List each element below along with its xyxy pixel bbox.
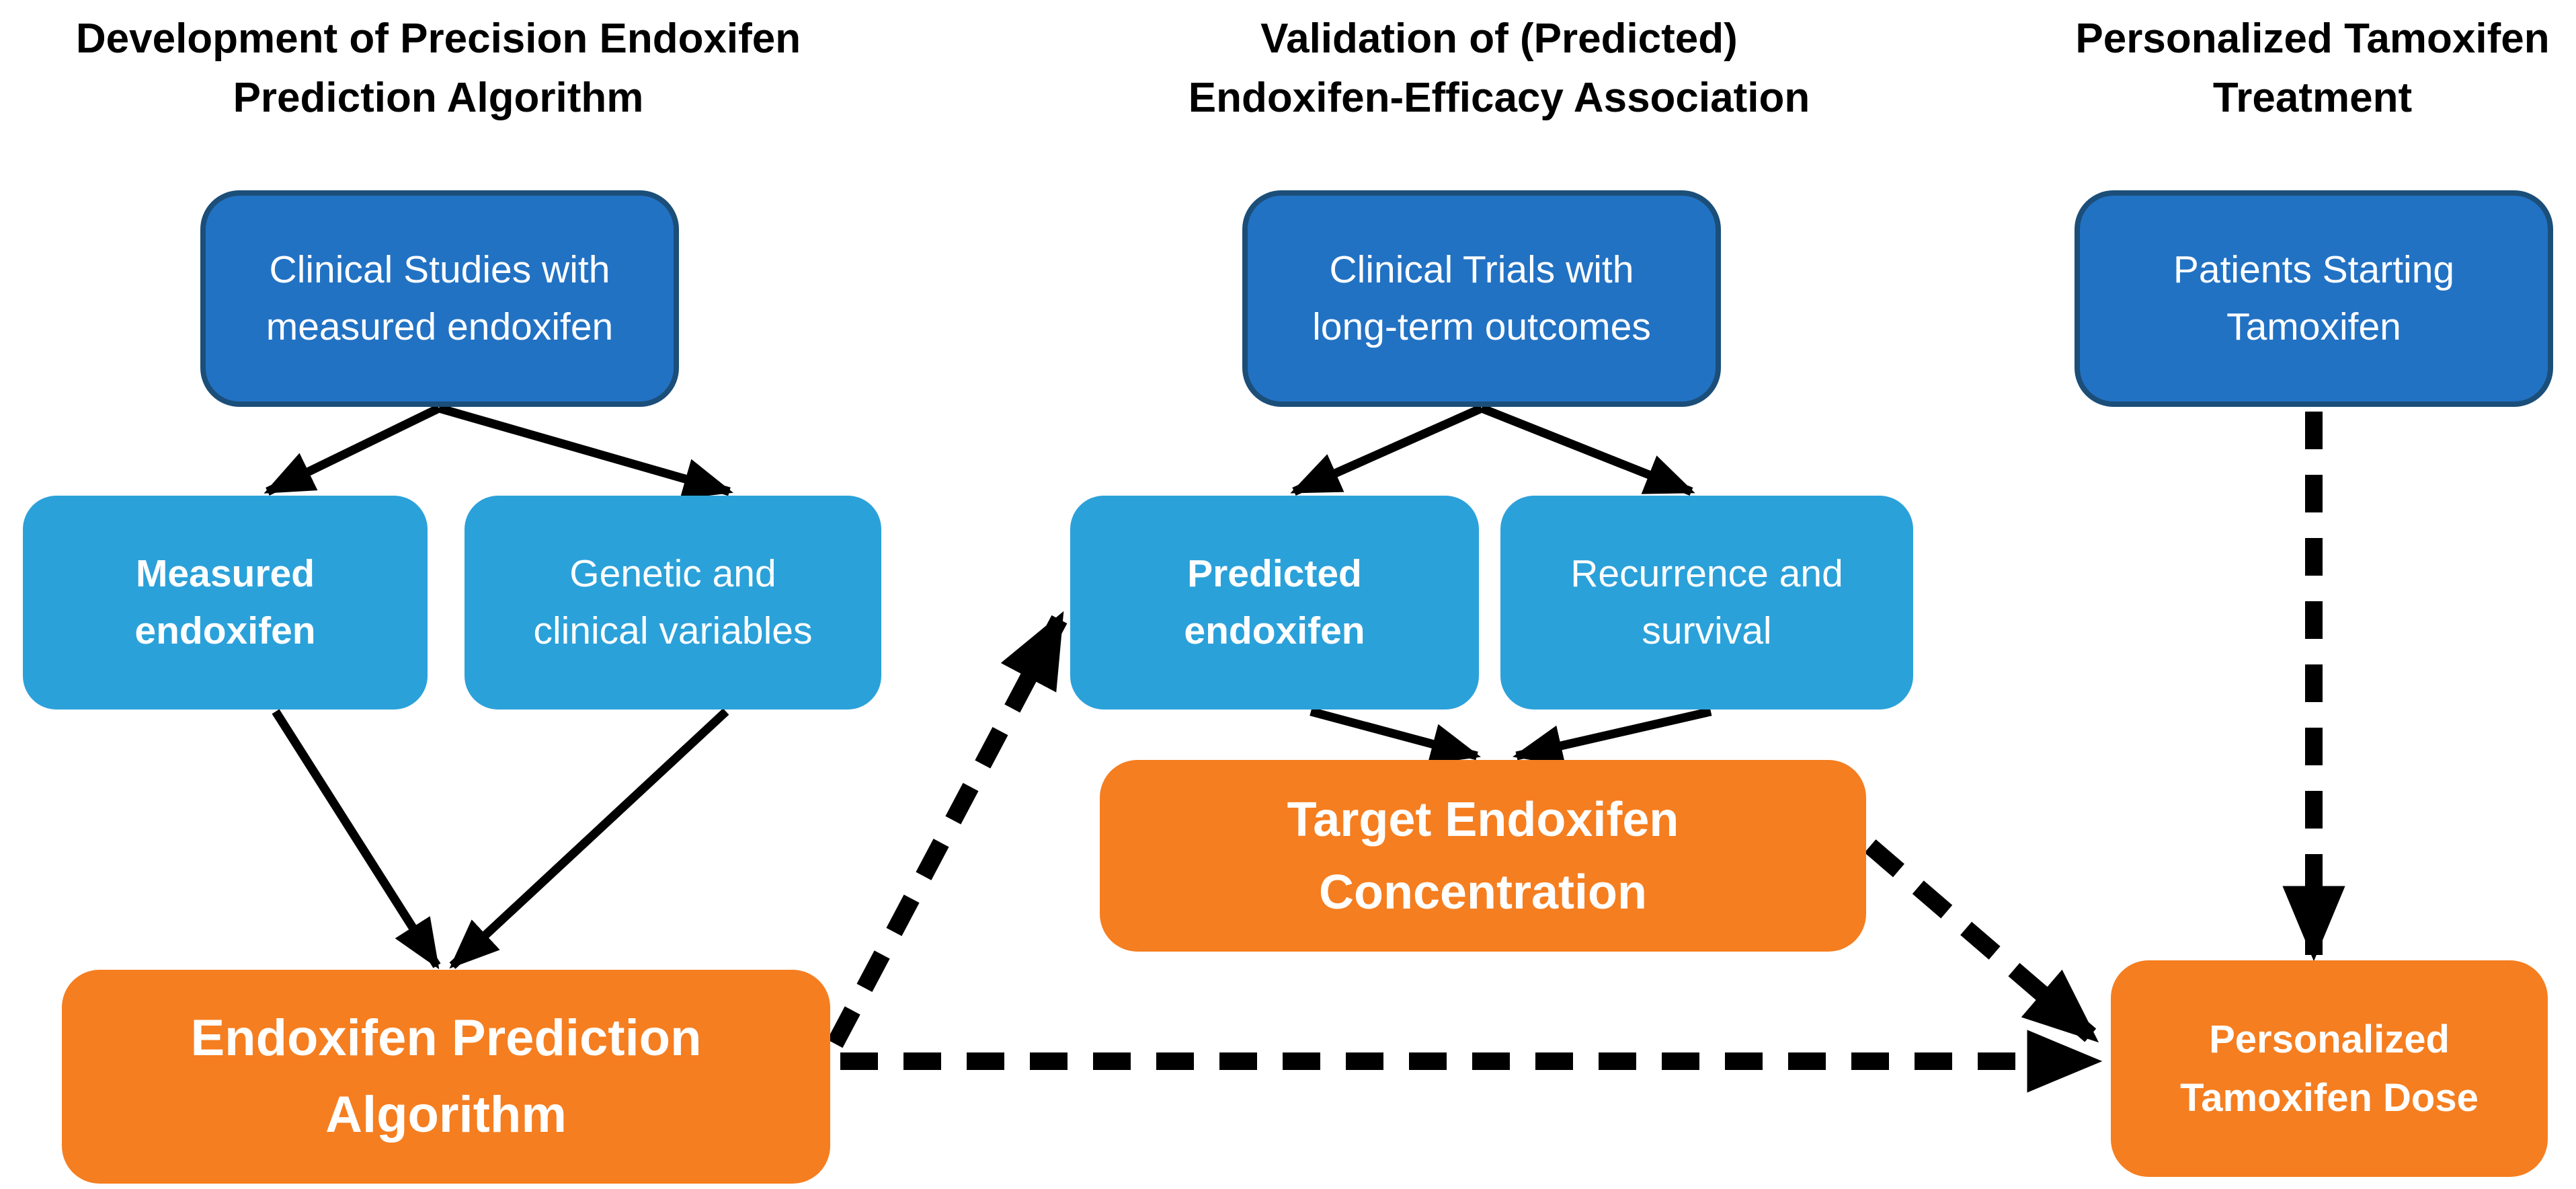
box-text-line: Target Endoxifen: [1287, 792, 1679, 847]
box-text-line: Personalized: [2209, 1018, 2450, 1061]
box-personalized-tamoxifen-dose: Personalized Tamoxifen Dose: [2111, 960, 2548, 1177]
box-text-line: Recurrence and: [1570, 551, 1843, 595]
title-line: Personalized Tamoxifen: [2075, 15, 2550, 62]
arrow-predicted-to-target: [1310, 707, 1481, 765]
arrow-measured-to-algorithm: [272, 709, 441, 970]
title-line: Development of Precision Endoxifen: [75, 15, 801, 62]
column-title-personalized: Personalized Tamoxifen Treatment: [2044, 9, 2576, 128]
box-clinical-studies: Clinical Studies with measured endoxifen: [200, 190, 679, 407]
box-text-line: Clinical Studies with: [269, 247, 610, 291]
title-line: Endoxifen-Efficacy Association: [1188, 75, 1810, 122]
box-patients-starting-tamoxifen: Patients Starting Tamoxifen: [2075, 190, 2553, 407]
box-text-line: long-term outcomes: [1312, 305, 1651, 348]
box-text-line: Patients Starting: [2173, 247, 2455, 291]
box-text-line: Clinical Trials with: [1329, 247, 1634, 291]
box-text-line: Predicted: [1187, 551, 1362, 595]
box-text-line: Concentration: [1318, 865, 1647, 919]
box-text-line: clinical variables: [533, 609, 813, 652]
title-line: Prediction Algorithm: [233, 75, 644, 122]
arrow-studies-to-genetic: [438, 404, 733, 499]
box-text-line: Algorithm: [325, 1086, 567, 1143]
arrow-target-to-dose-dashed: [1864, 839, 2100, 1045]
box-predicted-endoxifen: Predicted endoxifen: [1070, 496, 1479, 709]
box-text-line: measured endoxifen: [266, 305, 614, 348]
arrow-trials-to-recurrence: [1480, 404, 1695, 496]
box-text-line: Tamoxifen Dose: [2180, 1076, 2479, 1120]
column-title-validation: Validation of (Predicted) Endoxifen-Effi…: [1096, 9, 1902, 128]
box-clinical-trials: Clinical Trials with long-term outcomes: [1242, 190, 1721, 407]
box-text-line: Endoxifen Prediction: [190, 1009, 702, 1067]
title-line: Treatment: [2212, 75, 2413, 122]
box-measured-endoxifen: Measured endoxifen: [23, 496, 428, 709]
box-endoxifen-prediction-algorithm: Endoxifen Prediction Algorithm: [62, 970, 830, 1184]
column-title-development: Development of Precision Endoxifen Predi…: [35, 9, 842, 128]
box-text-line: survival: [1642, 609, 1772, 652]
title-line: Validation of (Predicted): [1260, 15, 1738, 62]
box-genetic-clinical-variables: Genetic and clinical variables: [465, 496, 881, 709]
box-text-line: endoxifen: [134, 609, 316, 652]
box-target-endoxifen-concentration: Target Endoxifen Concentration: [1100, 760, 1866, 952]
arrow-trials-to-predicted: [1290, 404, 1484, 496]
box-text-line: Measured: [135, 551, 315, 595]
box-text-line: endoxifen: [1184, 609, 1365, 652]
box-text-line: Genetic and: [569, 551, 776, 595]
box-recurrence-survival: Recurrence and survival: [1500, 496, 1913, 709]
arrow-genetic-to-algorithm: [449, 708, 729, 969]
box-text-line: Tamoxifen: [2226, 305, 2401, 348]
arrow-studies-to-measured: [264, 404, 441, 496]
arrow-recurrence-to-target: [1512, 707, 1712, 766]
